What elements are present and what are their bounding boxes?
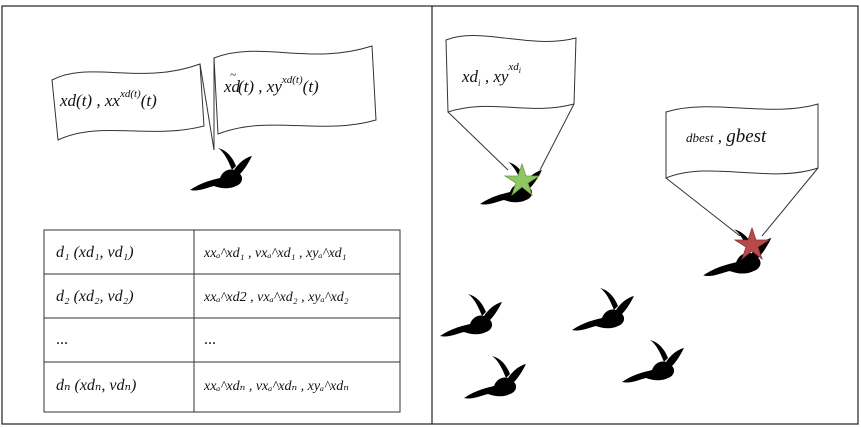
green-star-icon — [503, 162, 541, 197]
flag-4-label: dbest , gbest — [686, 126, 767, 147]
red-star-icon — [733, 226, 771, 261]
table-row-3-left: ... — [56, 331, 68, 348]
flag-1: xd(t) , xxxd(t)(t) — [51, 63, 215, 151]
bird-swarm-1 — [440, 294, 502, 337]
table-row-4-right: xxₐ^xdₙ , vxₐ^xdₙ , xyₐ^xdₙ — [203, 379, 349, 394]
bird-swarm-2 — [572, 288, 634, 331]
table-row-3-right: ... — [204, 331, 216, 348]
outer-frame — [1, 5, 859, 425]
flag-2: xd~(t) , xyxd(t)(t) — [213, 45, 377, 150]
table-row-1-left: d₁ (xd₁, vd₁) — [56, 244, 134, 261]
bird-leader — [190, 148, 252, 191]
particle-table: d₁ (xd₁, vd₁) xxₐ^xd₁ , vxₐ^xd₁ , xyₐ^xd… — [43, 229, 401, 413]
bird-global-best — [703, 229, 772, 276]
table-row-2-right: xxₐ^xd2 , vxₐ^xd₂ , xyₐ^xd₂ — [203, 290, 349, 305]
bird-swarm-4 — [622, 340, 684, 383]
flag-2-label: xd~(t) , xyxd(t)(t) — [223, 69, 319, 96]
left-panel: xd(t) , xxxd(t)(t) xd~(t) , xyxd(t)(t) d… — [43, 45, 401, 413]
table-row-1-right: xxₐ^xd₁ , vxₐ^xd₁ , xyₐ^xd₁ — [203, 246, 347, 261]
flag-4: dbest , gbest — [665, 103, 819, 237]
bird-local-best — [480, 162, 542, 205]
table-row-2-left: d₂ (xd₂, vd₂) — [56, 288, 134, 305]
flag-3: xdi , xyxdi — [445, 34, 577, 171]
right-panel: xdi , xyxdi dbest , gbest — [440, 34, 819, 399]
table-row-4-left: dₙ (xdₙ, vdₙ) — [56, 377, 136, 394]
flag-1-label: xd(t) , xxxd(t)(t) — [59, 88, 157, 110]
bird-swarm-3 — [464, 356, 526, 399]
flag-3-label: xdi , xyxdi — [461, 61, 521, 88]
